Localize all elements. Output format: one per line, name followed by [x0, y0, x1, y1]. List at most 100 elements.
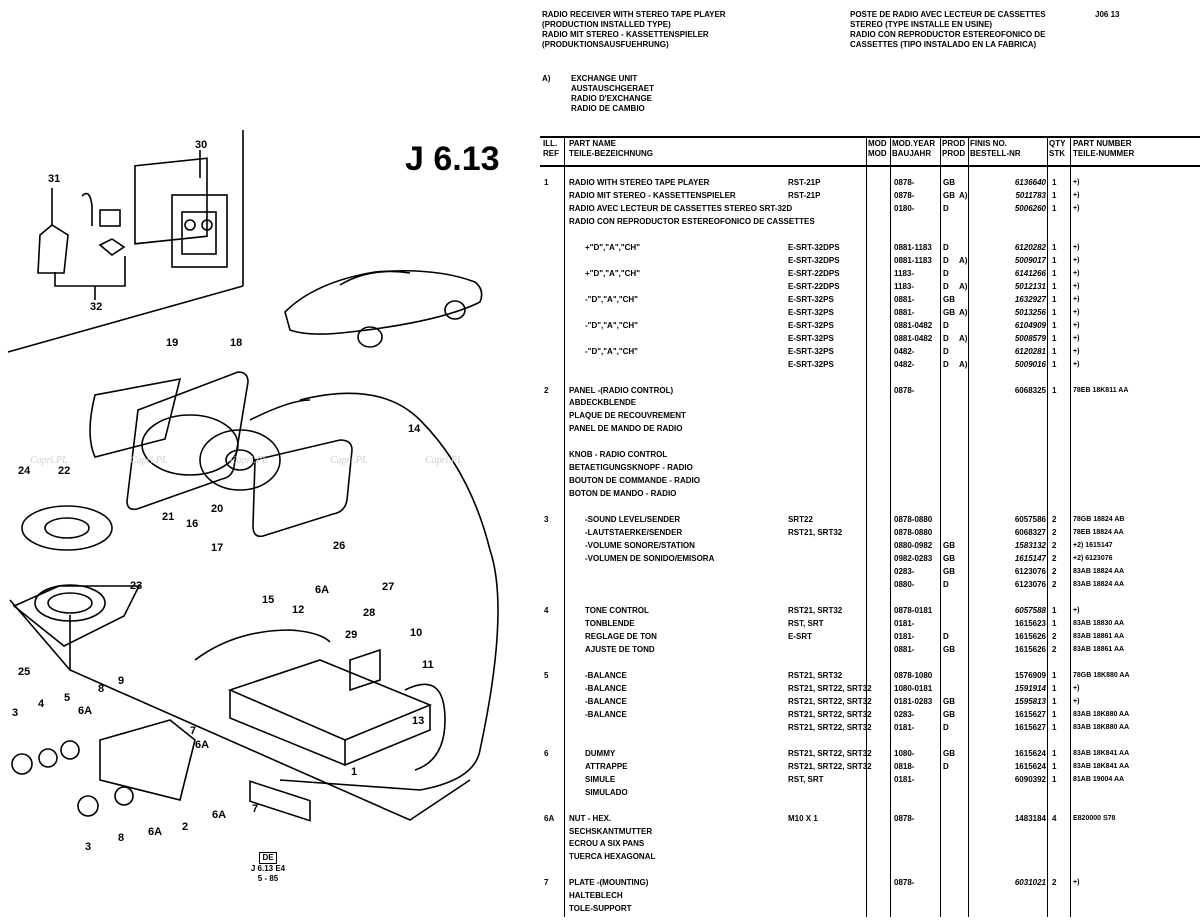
finis-number-cell: 6104909	[1014, 320, 1046, 330]
model-cell: E-SRT-32DPS	[788, 255, 840, 265]
finis-number-cell: 5008579	[1014, 333, 1046, 343]
ill-ref-cell: 7	[544, 878, 549, 888]
exchange-line: AUSTAUSCHGERAET	[571, 84, 654, 93]
prod-cell: GB	[943, 709, 955, 719]
part-number-cell: 81AB 19004 AA	[1073, 775, 1125, 783]
callout-13: 13	[412, 715, 424, 727]
qty-cell: 1	[1052, 722, 1057, 732]
prod-cell: GB	[943, 307, 955, 317]
mod-year-cell: 0878-	[894, 385, 915, 395]
part-number-cell: 78GB 18824 AB	[1073, 516, 1125, 524]
part-number-cell: 83AB 18861 AA	[1073, 645, 1125, 653]
mod-year-cell: 0482-	[894, 359, 915, 369]
part-name-cell: TONE CONTROL	[585, 606, 649, 615]
col-divider	[1070, 136, 1071, 917]
model-cell: E-SRT-32DPS	[788, 242, 840, 252]
col-divider	[940, 136, 941, 917]
finis-number-cell: 1615623	[1014, 618, 1046, 628]
qty-cell: 1	[1052, 333, 1057, 343]
prod-cell: D	[943, 333, 949, 343]
finis-number-cell: 6120281	[1014, 346, 1046, 356]
corner-code: J06 13	[1095, 10, 1120, 19]
part-name-cell: RADIO CON REPRODUCTOR ESTEREOFONICO DE C…	[569, 216, 815, 226]
part-name-cell: -"D","A","CH"	[585, 294, 638, 304]
watermark: Capri.PL	[30, 455, 68, 466]
model-cell: SRT22	[788, 515, 813, 525]
finis-number-cell: 6136640	[1014, 178, 1046, 187]
mod-year-cell: 0878-	[894, 878, 915, 888]
header-left-line: (PRODUCTION INSTALLED TYPE)	[542, 20, 671, 29]
watermark: Capri.PL	[230, 455, 268, 466]
part-name-cell: TOLE-SUPPORT	[569, 904, 632, 914]
mod-year-cell: 1080-0181	[894, 683, 933, 693]
part-name-cell: HALTEBLECH	[569, 891, 623, 901]
callout-23: 23	[130, 580, 142, 592]
exchange-line: RADIO DE CAMBIO	[571, 104, 645, 113]
callout-21: 21	[162, 511, 174, 523]
part-number-cell: 83AB 18K880 AA	[1073, 710, 1130, 718]
qty-cell: 2	[1052, 580, 1057, 590]
part-number-cell: 83AB 18824 AA	[1073, 568, 1125, 576]
part-number-cell: +)	[1073, 607, 1080, 614]
mod-year-cell: 0880-	[894, 580, 915, 590]
mod-year-cell: 0878-1080	[894, 670, 933, 680]
prod-cell: D	[943, 722, 949, 732]
finis-number-cell: 1615627	[1014, 722, 1046, 732]
callout-1: 1	[351, 766, 357, 778]
header-left-line: RADIO MIT STEREO - KASSETTENSPIELER	[542, 30, 709, 39]
mod-year-cell: 0181-	[894, 774, 915, 784]
prod-cell: GB	[943, 294, 955, 304]
col-divider	[866, 136, 867, 917]
part-number-cell: 83AB 18830 AA	[1073, 619, 1125, 627]
prod-cell: D	[943, 631, 949, 641]
model-cell: RST21, SRT22, SRT32	[788, 748, 872, 758]
table-top-rule	[540, 136, 1200, 138]
qty-cell: 1	[1052, 190, 1057, 200]
model-cell: E-SRT-32PS	[788, 307, 834, 317]
prod-cell: D	[943, 268, 949, 278]
mod-year-cell: 0878-0181	[894, 606, 933, 615]
part-number-cell: +2) 6123076	[1073, 555, 1113, 563]
exploded-parts-diagram: 30 31 32 19 18 14 24 22 21 16 20 17 23 2…	[0, 0, 525, 917]
exchange-flag-cell: A)	[959, 359, 968, 369]
finis-number-cell: 1615624	[1014, 761, 1046, 771]
part-name-cell: -BALANCE	[585, 670, 627, 680]
ill-ref-cell: 6	[544, 748, 549, 758]
prod-cell: D	[943, 346, 949, 356]
qty-cell: 1	[1052, 359, 1057, 369]
callout-17: 17	[211, 542, 223, 554]
part-number-cell: +)	[1073, 334, 1080, 342]
exchange-line: RADIO D'EXCHANGE	[571, 94, 653, 103]
callout-19: 19	[166, 337, 178, 349]
callout-28: 28	[363, 607, 375, 619]
qty-cell: 4	[1052, 813, 1057, 823]
part-name-cell: PANEL DE MANDO DE RADIO	[569, 424, 683, 434]
callout-3: 3	[85, 841, 91, 853]
finis-number-cell: 5009017	[1014, 255, 1046, 265]
part-number-cell: 78GB 18K880 AA	[1073, 671, 1130, 679]
header-right: POSTE DE RADIO AVEC LECTEUR DE CASSETTES…	[850, 10, 1046, 50]
ill-ref-cell: 1	[544, 178, 549, 187]
mod-year-cell: 0878-0880	[894, 528, 933, 538]
part-number-cell: 83AB 18K841 AA	[1073, 749, 1130, 757]
model-cell: RST21, SRT22, SRT32	[788, 722, 872, 732]
part-name-cell: BOTON DE MANDO - RADIO	[569, 489, 677, 499]
part-name-cell: AJUSTE DE TOND	[585, 644, 655, 654]
callout-20: 20	[211, 503, 223, 515]
mod-year-cell: 0880-0982	[894, 541, 933, 551]
part-number-cell: +)	[1073, 269, 1080, 277]
model-cell: E-SRT-32PS	[788, 333, 834, 343]
part-name-cell: RADIO MIT STEREO - KASSETTENSPIELER	[569, 190, 736, 200]
footer-line-2: 5 - 85	[257, 874, 279, 883]
qty-cell: 2	[1052, 515, 1057, 525]
mod-year-cell: 1183-	[894, 281, 915, 291]
part-name-cell: RADIO WITH STEREO TAPE PLAYER	[569, 178, 710, 187]
finis-number-cell: 6090392	[1014, 774, 1046, 784]
callout-14: 14	[408, 423, 421, 435]
part-name-cell: PLATE -(MOUNTING)	[569, 878, 649, 888]
qty-cell: 1	[1052, 320, 1057, 330]
mod-year-cell: 0181-	[894, 631, 915, 641]
callout-7: 7	[190, 725, 196, 737]
qty-cell: 2	[1052, 644, 1057, 654]
